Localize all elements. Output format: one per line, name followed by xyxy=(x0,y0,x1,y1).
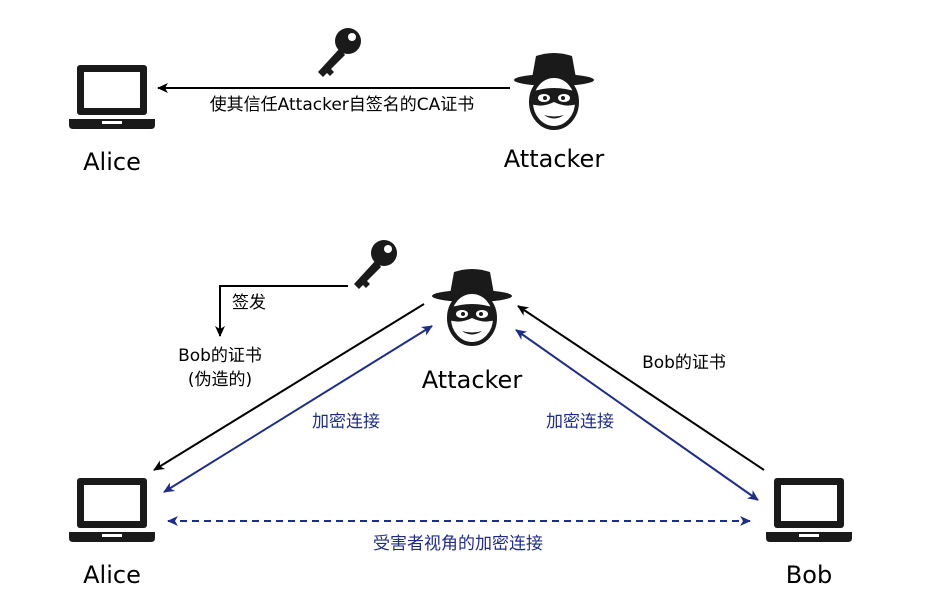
attacker-label: Attacker xyxy=(422,366,523,394)
forged-cert-note: (伪造的) xyxy=(188,370,252,390)
forged-cert-label: Bob的证书 xyxy=(178,346,262,366)
trust-ca-label: 使其信任Attacker自签名的CA证书 xyxy=(210,94,475,115)
hacker-icon xyxy=(512,51,596,130)
sign-label: 签发 xyxy=(232,293,266,313)
alice-label: Alice xyxy=(83,148,141,176)
laptop-icon xyxy=(69,65,155,129)
left-encrypted-label: 加密连接 xyxy=(312,412,380,432)
laptop-icon xyxy=(766,478,852,542)
bob-label: Bob xyxy=(786,561,832,589)
top-scene: Alice Attacker 使其信任Attacker自签名的CA证书 xyxy=(69,28,604,176)
alice-label: Alice xyxy=(83,561,141,589)
left-encrypted-arrow xyxy=(163,325,433,493)
attacker-label: Attacker xyxy=(504,145,605,173)
right-encrypted-arrow xyxy=(515,329,759,501)
sign-arrow xyxy=(215,285,348,337)
hacker-icon xyxy=(430,267,514,346)
key-icon xyxy=(354,240,397,289)
key-icon xyxy=(318,28,361,77)
laptop-icon xyxy=(69,478,155,542)
bottom-scene: Alice Bob Attacker 签发 Bob的证书 (伪造的) 加密连接 … xyxy=(69,240,852,589)
bob-cert-arrow xyxy=(517,305,765,471)
right-encrypted-label: 加密连接 xyxy=(546,412,614,432)
bob-cert-label: Bob的证书 xyxy=(642,353,726,373)
victim-view-label: 受害者视角的加密连接 xyxy=(373,534,543,554)
